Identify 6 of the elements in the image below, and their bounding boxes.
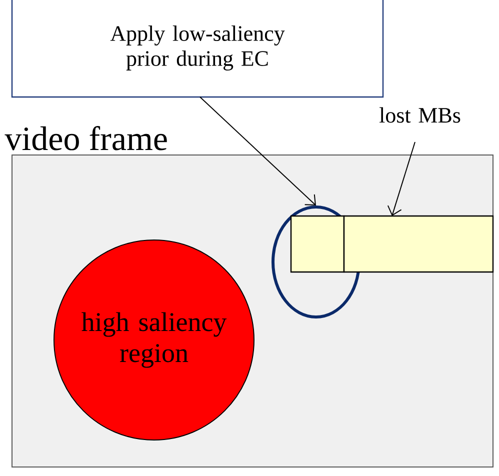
arrow bbox=[387, 142, 416, 216]
node-label: video frame bbox=[4, 126, 167, 150]
arrow bbox=[200, 96, 316, 206]
lost-mbs-label: lost MBs bbox=[379, 107, 460, 123]
callout-box: Apply low-saliency prior during EC bbox=[11, 0, 384, 98]
macroblock-box bbox=[290, 215, 345, 273]
